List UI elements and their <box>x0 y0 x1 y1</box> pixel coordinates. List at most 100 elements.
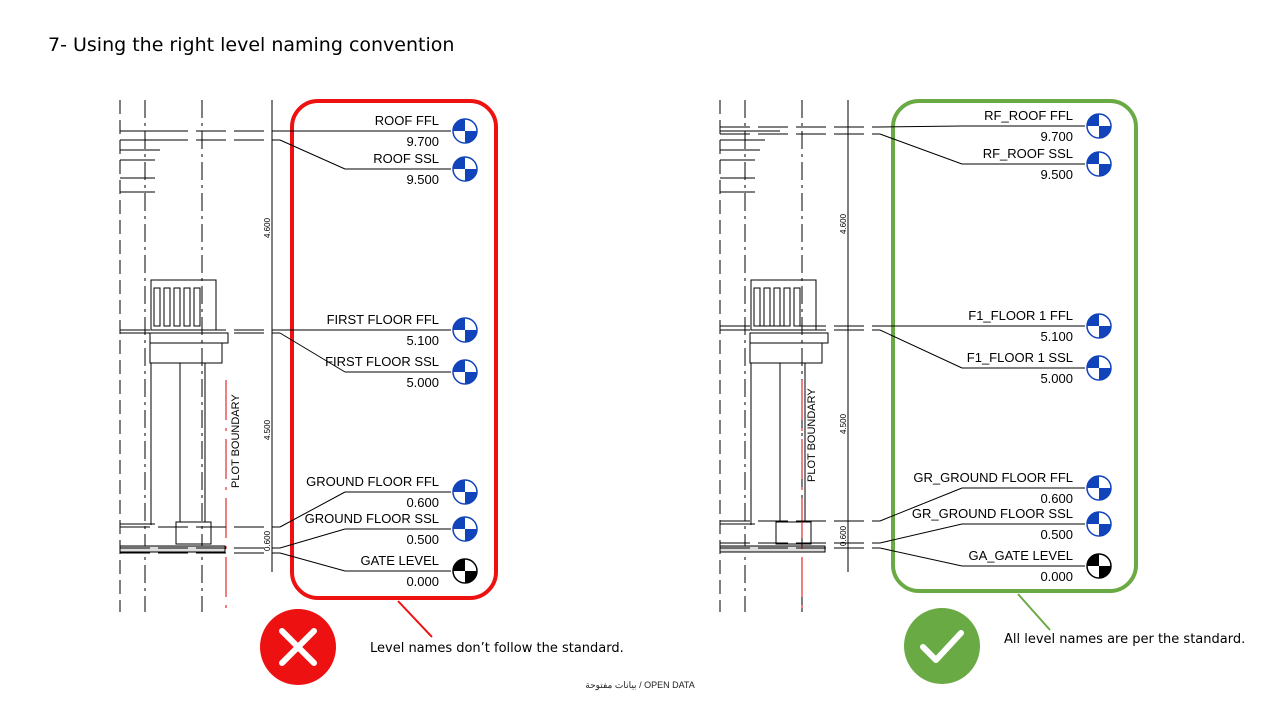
leader-line <box>879 133 963 165</box>
level-symbol-quadrant <box>1099 488 1111 500</box>
level-symbol-icon <box>452 479 478 505</box>
level-marker: RF_ROOF FFL 9.700 <box>962 108 1112 144</box>
level-symbol-quadrant <box>1087 114 1099 126</box>
level-name: ROOF SSL <box>373 151 439 166</box>
floor-slab <box>149 332 229 344</box>
level-symbol-quadrant <box>465 571 477 583</box>
level-symbol-icon <box>452 156 478 182</box>
floor-slab <box>749 332 829 344</box>
level-symbol-quadrant <box>453 480 465 492</box>
level-symbol-icon <box>1086 475 1112 501</box>
baluster <box>763 287 771 327</box>
level-name: RF_ROOF FFL <box>984 108 1073 123</box>
column-base <box>775 521 812 545</box>
baluster <box>163 287 171 327</box>
leader-line <box>279 139 346 170</box>
right_example-badge <box>904 608 980 684</box>
dimension-label: 4.600 <box>263 217 272 238</box>
right_example-highlight-frame <box>891 99 1138 593</box>
level-name: RF_ROOF SSL <box>983 146 1073 161</box>
level-marker: GATE LEVEL 0.000 <box>345 553 478 589</box>
level-symbol-icon <box>1086 553 1112 579</box>
dimension-label: 4.500 <box>839 413 848 434</box>
level-symbol-icon <box>452 317 478 343</box>
baluster <box>153 287 161 327</box>
leader-line <box>879 487 963 522</box>
level-value: 5.100 <box>406 333 439 348</box>
level-symbol-quadrant <box>1099 326 1111 338</box>
level-marker: GA_GATE LEVEL 0.000 <box>962 548 1112 584</box>
level-symbol-quadrant <box>465 330 477 342</box>
level-symbol-icon <box>452 118 478 144</box>
level-symbol-quadrant <box>453 318 465 330</box>
leader-line <box>879 329 963 369</box>
level-symbol-quadrant <box>1099 566 1111 578</box>
dimension-label: 4.600 <box>839 213 848 234</box>
right-caption: All level names are per the standard. <box>1004 632 1246 647</box>
level-name: F1_FLOOR 1 SSL <box>967 350 1073 365</box>
x-mark-icon <box>279 628 317 666</box>
leader-line <box>879 523 963 544</box>
level-marker: GR_GROUND FLOOR SSL 0.500 <box>912 506 1112 542</box>
level-marker: F1_FLOOR 1 SSL 5.000 <box>962 350 1112 386</box>
dimension-label: 0.600 <box>839 525 848 546</box>
floor-slab <box>749 342 823 364</box>
level-symbol-icon <box>1086 151 1112 177</box>
level-symbol-quadrant <box>1087 152 1099 164</box>
level-name: GATE LEVEL <box>360 553 439 568</box>
level-name: GR_GROUND FLOOR FFL <box>913 470 1073 485</box>
level-name: F1_FLOOR 1 FFL <box>968 308 1073 323</box>
pointer-arrow <box>1017 593 1051 631</box>
level-marker: F1_FLOOR 1 FFL 5.100 <box>962 308 1112 344</box>
leader-line <box>879 125 963 128</box>
level-symbol-icon <box>452 516 478 542</box>
ground-slab <box>719 545 826 553</box>
level-name: GR_GROUND FLOOR SSL <box>912 506 1073 521</box>
level-marker: RF_ROOF SSL 9.500 <box>962 146 1112 182</box>
level-value: 9.700 <box>1040 129 1073 144</box>
level-symbol-quadrant <box>465 492 477 504</box>
level-value: 0.000 <box>1040 569 1073 584</box>
level-symbol-quadrant <box>453 360 465 372</box>
level-symbol-quadrant <box>1099 368 1111 380</box>
leader-line <box>279 552 346 572</box>
dimension-label: 0.600 <box>263 530 272 551</box>
baluster <box>193 287 201 327</box>
level-value: 5.000 <box>1040 371 1073 386</box>
level-symbol-quadrant <box>465 169 477 181</box>
wrong_example-highlight-frame <box>290 99 498 600</box>
footer: بيانات مفتوحة / OPEN DATA <box>585 680 695 690</box>
check-mark-icon <box>920 630 964 663</box>
leader-line <box>279 332 346 373</box>
level-value: 0.500 <box>406 532 439 547</box>
plot-boundary-label: PLOT BOUNDARY <box>806 388 818 482</box>
level-symbol-quadrant <box>1087 356 1099 368</box>
level-value: 0.000 <box>406 574 439 589</box>
level-value: 5.000 <box>406 375 439 390</box>
level-symbol-icon <box>452 359 478 385</box>
level-value: 0.500 <box>1040 527 1073 542</box>
baluster <box>773 287 781 327</box>
level-value: 5.100 <box>1040 329 1073 344</box>
level-symbol-icon <box>1086 355 1112 381</box>
level-symbol-icon <box>1086 313 1112 339</box>
level-value: 9.500 <box>1040 167 1073 182</box>
level-symbol-quadrant <box>1087 476 1099 488</box>
floor-slab <box>149 342 223 364</box>
level-symbol-quadrant <box>1087 314 1099 326</box>
level-name: GA_GATE LEVEL <box>968 548 1073 563</box>
baluster <box>783 287 791 327</box>
baluster <box>793 287 801 327</box>
baluster <box>173 287 181 327</box>
level-name: FIRST FLOOR FFL <box>327 312 439 327</box>
dimension-label: 4.500 <box>263 419 272 440</box>
level-value: 0.600 <box>1040 491 1073 506</box>
level-symbol-icon <box>1086 113 1112 139</box>
level-value: 0.600 <box>406 495 439 510</box>
